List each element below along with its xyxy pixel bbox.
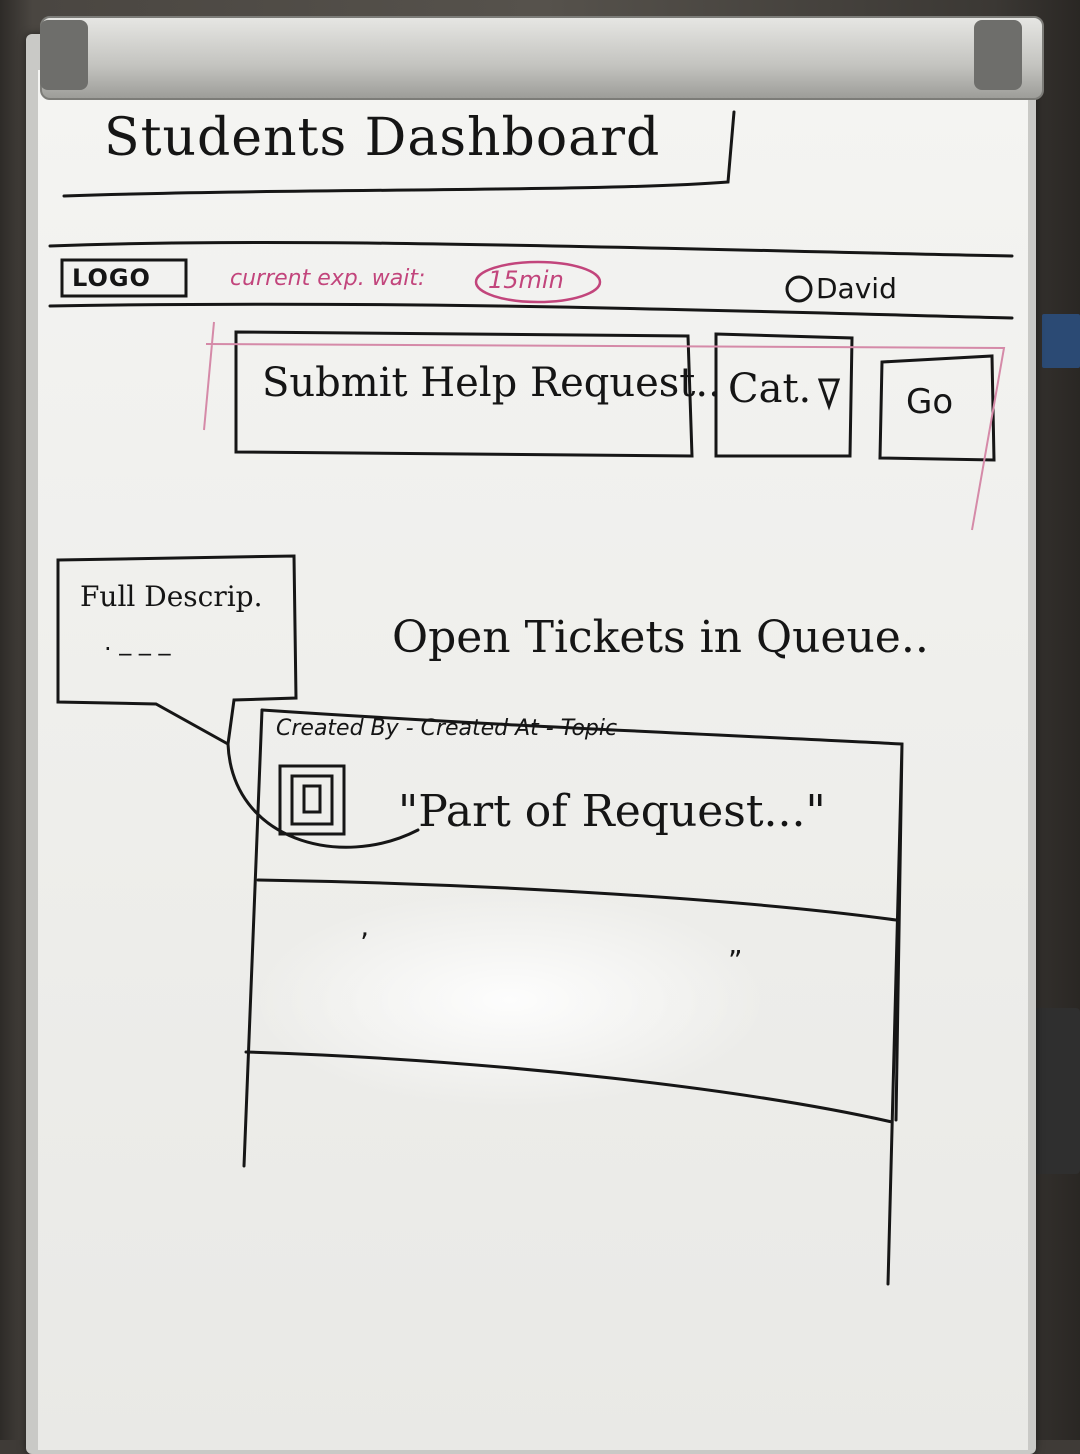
logo: LOGO	[72, 264, 151, 292]
ticket-2-open-quote: ‚	[360, 910, 369, 943]
paper-clip-bar	[40, 16, 1044, 100]
wait-label: current exp. wait:	[230, 266, 426, 291]
wait-value: 15min	[488, 266, 564, 294]
clip-cap-right	[974, 20, 1022, 90]
go-button[interactable]: Go	[906, 382, 954, 422]
clip-cap-left	[40, 20, 88, 90]
ticket-excerpt[interactable]: "Part of Request..."	[398, 786, 826, 837]
whiteboard	[38, 70, 1028, 1450]
restroom-sign	[1042, 314, 1080, 368]
ticket-avatar	[280, 766, 344, 834]
user-name[interactable]: David	[816, 272, 897, 305]
page-title: Students Dashboard	[104, 108, 661, 168]
tooltip-body: . _ _ _	[104, 628, 171, 656]
ticket-2-close-quote: ”	[728, 944, 743, 977]
help-request-input[interactable]: Submit Help Request..	[262, 360, 721, 406]
queue-heading: Open Tickets in Queue..	[392, 612, 929, 663]
category-dropdown[interactable]: Cat.	[728, 366, 812, 412]
light-glare	[250, 890, 770, 1110]
tooltip-title: Full Descrip.	[80, 580, 263, 613]
ticket-columns: Created By - Created At - Topic	[276, 716, 618, 741]
